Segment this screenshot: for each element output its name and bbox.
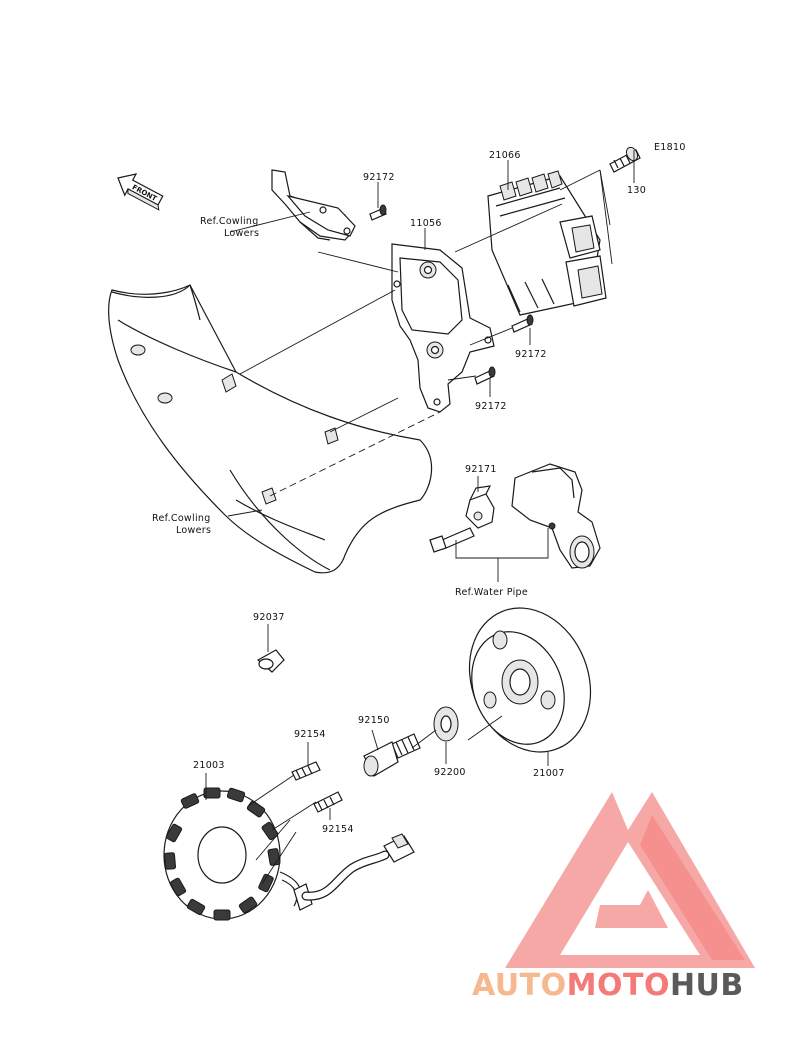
regulator-bracket-11056 <box>391 243 495 413</box>
diagram-code: E1810 <box>654 142 686 153</box>
screw-92172-top <box>369 204 387 221</box>
bolt-92150 <box>363 733 421 777</box>
label-92171: 92171 <box>465 464 497 475</box>
bolt-water-pipe <box>429 527 475 553</box>
label-92172-mid: 92172 <box>515 349 547 360</box>
watermark-moto: MOTO <box>567 968 670 1003</box>
projection-lines <box>239 203 563 885</box>
reference-labels: Ref.Cowling Lowers Ref.Cowling Lowers Re… <box>152 216 528 598</box>
stator-wire-harness <box>293 833 415 911</box>
label-92200: 92200 <box>434 767 466 778</box>
label-92037: 92037 <box>253 612 285 623</box>
watermark-hub: HUB <box>670 968 744 1003</box>
label-21007: 21007 <box>533 768 565 779</box>
front-direction-arrow: FRONT <box>117 173 164 211</box>
label-92150: 92150 <box>358 715 390 726</box>
label-21003: 21003 <box>193 760 225 771</box>
ref-cowling-upper-line2: Lowers <box>224 228 259 239</box>
water-pipe-ref <box>511 463 601 569</box>
screw-92172-mid <box>511 314 534 333</box>
label-92172-low: 92172 <box>475 401 507 412</box>
washer-92200 <box>433 706 459 742</box>
label-92154-low: 92154 <box>322 824 354 835</box>
part-number-labels: E1810 21066 130 92172 11056 92172 92172 … <box>193 142 686 835</box>
stator-21003 <box>163 787 302 921</box>
watermark-logo-triangle <box>505 792 755 968</box>
cowling-lower-panel <box>108 284 433 574</box>
label-130: 130 <box>627 185 646 196</box>
ref-cowling-lower-line2: Lowers <box>176 525 211 536</box>
bolt-130 <box>609 146 641 173</box>
clamp-92037 <box>256 649 285 673</box>
bolt-92154-top <box>291 761 321 781</box>
leader-lines <box>205 150 635 820</box>
label-92154-top: 92154 <box>294 729 326 740</box>
watermark-auto: AUTO <box>472 968 567 1003</box>
regulator-rectifier-21066 <box>487 170 607 316</box>
label-11056: 11056 <box>410 218 442 229</box>
label-21066: 21066 <box>489 150 521 161</box>
screw-92172-low <box>474 366 496 385</box>
ref-cowling-lower-line1: Ref.Cowling <box>152 513 211 524</box>
rotor-21007 <box>468 607 592 753</box>
clamp-92171 <box>465 485 495 529</box>
ref-water-pipe: Ref.Water Pipe <box>455 587 528 598</box>
svg-text:AUTOMOTOHUB: AUTOMOTOHUB <box>472 968 744 1003</box>
cowling-bracket <box>271 169 356 241</box>
watermark-wordmark: AUTOMOTOHUB <box>472 968 744 1003</box>
bolt-92154-low <box>313 791 343 813</box>
label-92172-top: 92172 <box>363 172 395 183</box>
ref-cowling-upper-line1: Ref.Cowling <box>200 216 259 227</box>
